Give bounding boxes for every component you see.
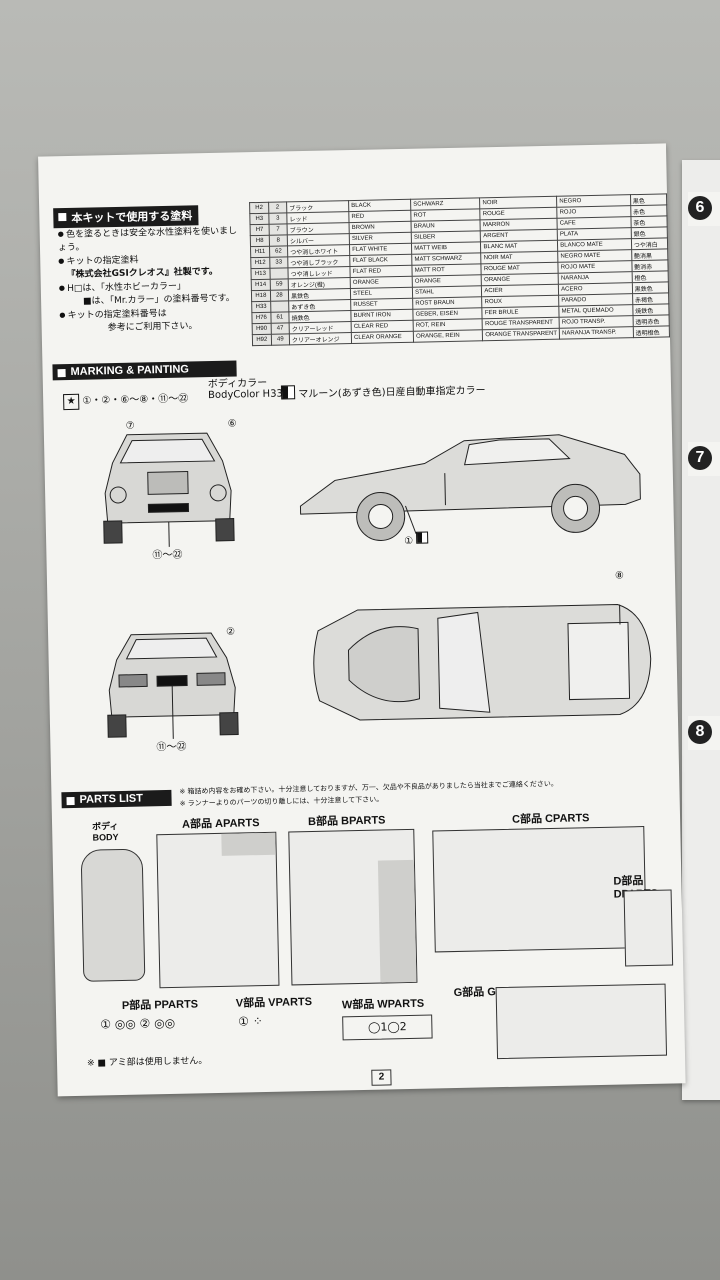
paint-cell-m: 2 <box>268 201 287 214</box>
parts-a-label: A部品 APARTS <box>181 817 260 831</box>
paint-cell-h: H14 <box>251 279 271 291</box>
paint-cell-es: NARANJA TRANSP. <box>559 326 634 340</box>
paint-cell-h: H7 <box>250 224 269 236</box>
car-top-view: ⑧ <box>297 570 660 742</box>
runner-d <box>623 889 674 967</box>
v-part: ① ⁘ <box>238 1014 264 1029</box>
body-part-label: ボディ BODY <box>92 821 119 843</box>
paint-cell-m: 49 <box>271 333 290 346</box>
parts-w-label: W部品 WPARTS <box>341 997 425 1012</box>
runner-a <box>156 831 280 989</box>
paint-cell-jp2: つや消白 <box>631 237 668 250</box>
paint-cell-jp2: 黒色 <box>630 193 667 206</box>
paint-cell-h: H76 <box>251 312 271 324</box>
paint-cell-h: H18 <box>251 290 271 302</box>
paint-cell-jp2: 艶消赤 <box>631 259 669 272</box>
paint-cell-jp2: 透明橙色 <box>632 325 670 338</box>
paint-cell-h: H12 <box>250 257 270 269</box>
paint-cell-m: 8 <box>268 234 288 247</box>
w-part: ◯1◯2 <box>342 1014 433 1041</box>
instruction-page: 本キットで使用する塗料 色を塗るときは安全な水性塗料を使いましょう。 キットの指… <box>38 143 686 1097</box>
paint-cell-h: H8 <box>250 235 270 247</box>
car-front-view: ⑦ ⑥ ⑪〜㉒ <box>92 418 245 561</box>
paint-cell-jp2: 焼鉄色 <box>632 303 670 316</box>
paint-cell-m: 28 <box>270 289 289 302</box>
marking-section-title: MARKING & PAINTING <box>52 360 237 381</box>
paint-cell-jp2: 黒鉄色 <box>632 281 669 294</box>
paint-cell-jp: クリアーオレンジ <box>289 332 352 345</box>
tire-parts: ① ◎◎ ② ◎◎ <box>100 1015 176 1032</box>
paint-cell-h: H90 <box>252 323 272 335</box>
paint-cell-m: 62 <box>269 245 288 258</box>
paint-cell-m <box>269 267 289 280</box>
body-color-label: ボディカラー BodyColor H33 <box>207 377 283 402</box>
parts-p-label: P部品 PPARTS <box>121 998 199 1013</box>
color-swatch-icon <box>280 385 296 400</box>
paint-cell-jp2: 赤色 <box>630 204 667 217</box>
paint-cell-m: 47 <box>270 322 290 335</box>
car-rear-view: ② ⑪〜㉒ <box>96 622 248 753</box>
car-side-view: ① <box>294 429 651 547</box>
paint-cell-en: CLEAR ORANGE <box>351 331 414 344</box>
decal-reference: ★ ①・②・⑥〜⑧・⑪〜㉒ <box>63 389 188 411</box>
paint-cell-jp2: 赤褐色 <box>632 292 669 305</box>
paint-cell-de: ORANGE, REIN <box>413 329 483 343</box>
paint-cell-h: H11 <box>250 246 270 258</box>
paint-cell-jp2: 銀色 <box>630 226 668 239</box>
paint-cell-jp2: 艶消黒 <box>631 248 668 261</box>
paint-cell-h: H92 <box>252 334 272 346</box>
parts-notes: ※ 箱詰め内容をお確め下さい。十分注意しておりますが、万一、欠品や不良品がありま… <box>179 779 558 808</box>
paint-cell-m: 7 <box>268 223 288 236</box>
paint-notes: 色を塗るときは安全な水性塗料を使いましょう。 キットの指定塗料 『株式会社GSI… <box>58 224 248 336</box>
paint-cell-m: 61 <box>270 311 290 324</box>
runner-g <box>495 983 668 1060</box>
paint-cell-h: H2 <box>249 202 269 214</box>
paint-cell-m: 33 <box>269 256 288 269</box>
next-page-edge: 6 7 8 <box>682 160 720 1100</box>
step-number: 6 <box>688 192 720 226</box>
parts-footnote: ※ ■ アミ部は使用しません。 <box>86 1056 208 1069</box>
body-color-description: マルーン(あずき色)日産自動車指定カラー <box>280 381 486 400</box>
paint-cell-h: H13 <box>250 268 270 280</box>
paint-cell-fr: ORANGE TRANSPARENT <box>482 328 560 341</box>
color-swatch-icon <box>416 531 429 544</box>
paint-cell-h: H3 <box>249 213 269 225</box>
runner-b <box>288 828 418 986</box>
parts-v-label: V部品 VPARTS <box>235 996 313 1010</box>
parts-b-label: B部品 BPARTS <box>307 814 386 829</box>
step-number: 8 <box>688 716 720 750</box>
parts-c-label: C部品 CPARTS <box>511 812 590 826</box>
paint-cell-jp2: 透明赤色 <box>632 314 670 327</box>
paint-cell-m: 59 <box>269 278 289 291</box>
paint-cell-jp2: 橙色 <box>631 270 669 283</box>
page-number: 2 <box>371 1069 392 1086</box>
paint-cell-m: 3 <box>268 212 288 225</box>
paint-cell-m <box>270 300 289 313</box>
paint-cell-jp2: 茶色 <box>630 215 668 228</box>
parts-section-title: PARTS LIST <box>61 789 172 809</box>
star-icon: ★ <box>63 393 80 411</box>
step-number: 7 <box>688 442 720 476</box>
paint-cell-h: H33 <box>251 301 271 313</box>
body-part-drawing <box>80 848 146 982</box>
